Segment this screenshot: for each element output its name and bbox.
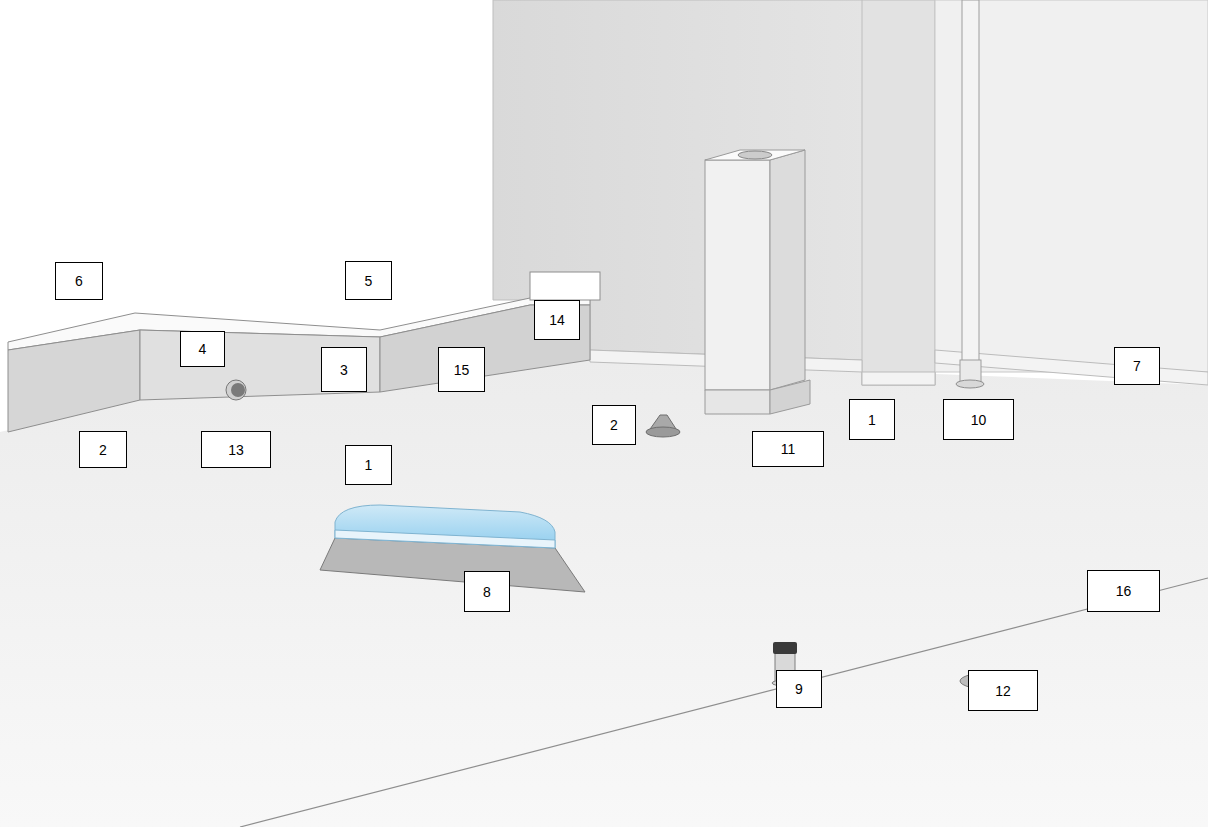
cone-flange xyxy=(646,427,680,437)
callout-number: 10 xyxy=(971,412,987,428)
callout-number: 16 xyxy=(1116,583,1132,599)
callout-number: 5 xyxy=(365,273,373,289)
callout-number: 8 xyxy=(483,584,491,600)
chimney-base xyxy=(705,390,770,414)
callout-box: 6 xyxy=(55,262,103,300)
chimney-flue xyxy=(738,151,772,159)
callout-number: 2 xyxy=(610,417,618,433)
callout-box: 11 xyxy=(752,431,824,467)
roof-surface xyxy=(0,360,1208,827)
callout-number: 9 xyxy=(795,681,803,697)
callout-number: 1 xyxy=(365,457,373,473)
callout-box: 5 xyxy=(345,261,392,300)
callout-number: 11 xyxy=(781,441,796,457)
callout-box: 7 xyxy=(1114,347,1160,385)
callout-number: 3 xyxy=(340,362,348,378)
callout-number: 15 xyxy=(454,362,470,378)
callout-box: 9 xyxy=(776,670,822,708)
callout-number: 2 xyxy=(99,442,107,458)
wall-pillar xyxy=(862,0,935,385)
wall-upstand xyxy=(862,372,935,385)
callout-box: 1 xyxy=(849,399,895,440)
skylight-frame xyxy=(335,530,555,548)
callout-box: 8 xyxy=(464,571,510,612)
callout-box: 14 xyxy=(534,300,580,340)
vent-cap xyxy=(773,642,797,654)
callout-number: 13 xyxy=(228,442,244,458)
callout-number: 7 xyxy=(1133,358,1141,374)
callout-box: 3 xyxy=(321,347,367,392)
callout-box: 2 xyxy=(592,405,636,445)
callout-box: 1 xyxy=(345,445,392,485)
chimney-top xyxy=(705,150,805,160)
downpipe xyxy=(962,0,979,378)
parapet-face xyxy=(380,305,590,392)
callout-number: 1 xyxy=(868,412,876,428)
roof-edge xyxy=(240,578,1208,827)
callout-box: 4 xyxy=(180,331,225,367)
parapet-face xyxy=(8,330,140,432)
callout-box: 12 xyxy=(968,670,1038,711)
pipe-flashing xyxy=(956,380,984,388)
chimney xyxy=(705,160,770,390)
overflow-hole xyxy=(231,383,245,397)
callout-number: 4 xyxy=(199,341,207,357)
callout-box: 2 xyxy=(79,431,127,468)
pipe-collar xyxy=(960,360,981,382)
callout-box: 13 xyxy=(201,431,271,468)
parapet-face xyxy=(140,330,380,400)
skylight-dome xyxy=(335,505,555,548)
wall-opening xyxy=(530,272,600,300)
chimney-side xyxy=(770,150,805,390)
callout-number: 14 xyxy=(549,312,565,328)
chimney-base xyxy=(770,380,810,414)
back-wall xyxy=(493,0,1208,385)
callout-box: 15 xyxy=(438,347,485,392)
callout-number: 6 xyxy=(75,273,83,289)
callout-box: 16 xyxy=(1087,570,1160,612)
callout-box: 10 xyxy=(943,399,1014,440)
overflow-outlet xyxy=(226,380,246,400)
callout-number: 12 xyxy=(995,683,1011,699)
